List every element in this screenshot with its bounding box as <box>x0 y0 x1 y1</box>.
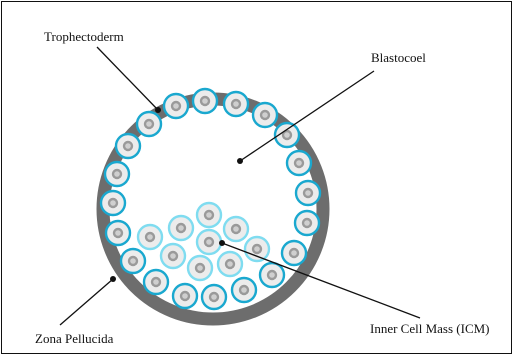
trophectoderm-cell <box>224 92 248 116</box>
trophectoderm-cell <box>260 263 284 287</box>
trophectoderm-cell <box>173 284 197 308</box>
trophectoderm-cell <box>121 249 145 273</box>
trophectoderm-cell <box>282 241 306 265</box>
trophectoderm-cell <box>232 278 256 302</box>
zona-pellucida-leader-dot <box>110 276 116 282</box>
trophectoderm-leader-line <box>97 47 158 110</box>
blastocoel-leader-dot <box>237 158 243 164</box>
icm-cell <box>138 225 162 249</box>
inner-cell-mass-cluster <box>138 203 269 280</box>
icm-cell <box>197 230 221 254</box>
trophectoderm-cell <box>106 221 130 245</box>
trophectoderm-label: Trophectoderm <box>44 29 124 44</box>
icm-cell <box>169 216 193 240</box>
trophectoderm-cell <box>193 89 217 113</box>
icm-cell <box>218 252 242 276</box>
trophectoderm-cell <box>287 151 311 175</box>
trophectoderm-cell <box>105 162 129 186</box>
icm-cell <box>245 237 269 261</box>
trophectoderm-cell <box>253 103 277 127</box>
trophectoderm-cell <box>101 191 125 215</box>
inner-cell-mass-label: Inner Cell Mass (ICM) <box>370 321 490 336</box>
trophectoderm-cell <box>137 112 161 136</box>
trophectoderm-cell <box>296 181 320 205</box>
icm-cell <box>188 256 212 280</box>
icm-leader-dot <box>219 240 225 246</box>
zona-pellucida-label: Zona Pellucida <box>35 331 114 346</box>
trophectoderm-cell <box>202 285 226 309</box>
icm-cell <box>224 217 248 241</box>
icm-cell <box>197 203 221 227</box>
trophectoderm-cell <box>144 270 168 294</box>
icm-cell <box>161 244 185 268</box>
trophectoderm-cell <box>295 211 319 235</box>
trophectoderm-leader-dot <box>155 107 161 113</box>
trophectoderm-cell <box>116 134 140 158</box>
blastocoel-label: Blastocoel <box>371 50 426 65</box>
zona-pellucida-leader-line <box>60 279 113 325</box>
trophectoderm-cell <box>164 94 188 118</box>
